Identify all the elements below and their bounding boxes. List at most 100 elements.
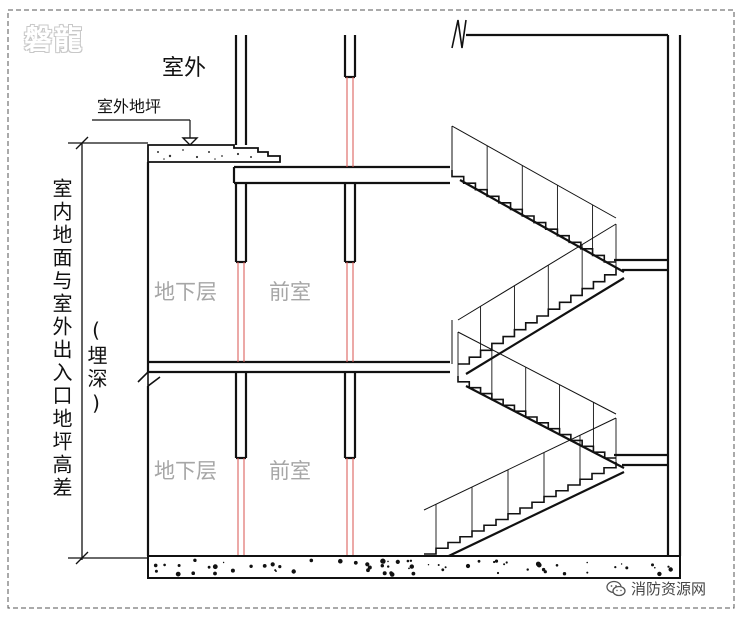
concrete-dot <box>291 569 296 574</box>
concrete-dot <box>387 560 389 563</box>
concrete-dot <box>367 565 372 570</box>
concrete-dot <box>555 564 559 567</box>
outdoor-ground-slab <box>147 144 281 163</box>
flight-3-steps <box>457 376 616 459</box>
concrete-dot <box>409 559 413 562</box>
concrete-dot <box>270 562 275 567</box>
flight-4-rail <box>423 417 617 511</box>
concrete-dot <box>441 568 445 572</box>
concrete-dot <box>309 558 314 563</box>
concrete-dot <box>651 563 654 567</box>
concrete-dot <box>212 564 218 570</box>
concrete-dot <box>207 565 211 569</box>
concrete-dot <box>353 560 358 565</box>
right-wall <box>466 33 682 556</box>
break-symbol-left <box>137 370 161 388</box>
concrete-dot <box>586 571 589 574</box>
wechat-icon <box>606 580 626 597</box>
label-anteroom-lower: 前室 <box>269 459 311 483</box>
concrete-dot <box>249 564 253 568</box>
break-symbol-top <box>451 19 467 49</box>
partition-wall-left <box>234 35 248 460</box>
stair-landings <box>614 258 668 467</box>
flight-4-steps <box>424 462 617 555</box>
concrete-dot <box>408 567 410 570</box>
concrete-dot <box>192 572 195 576</box>
flight-2-rail <box>457 223 617 321</box>
concrete-dot <box>409 564 414 569</box>
label-basement-upper: 地下层 <box>154 280 217 304</box>
logo: 磐龍 <box>24 23 85 56</box>
flight-3-rail <box>457 331 617 415</box>
dashed-frame <box>7 9 735 609</box>
concrete-dot <box>154 569 158 573</box>
concrete-dot <box>380 558 386 564</box>
label-basement-lower: 地下层 <box>154 459 217 483</box>
concrete-dot <box>625 566 629 570</box>
concrete-dot <box>670 568 672 571</box>
concrete-dot <box>526 568 529 571</box>
concrete-dot <box>496 571 500 575</box>
concrete-dot <box>493 560 496 564</box>
concrete-dot <box>536 562 542 568</box>
concrete-dot <box>654 566 656 569</box>
concrete-dot <box>494 559 499 563</box>
flight-1-steps <box>451 170 616 263</box>
flight-1-rail <box>451 125 617 219</box>
stair-flights <box>423 125 625 565</box>
concrete-dot <box>213 571 217 576</box>
flight-1-soffit <box>459 179 625 273</box>
concrete-dot <box>657 571 662 577</box>
concrete-dot <box>153 563 158 568</box>
concrete-dot <box>163 563 166 567</box>
concrete-dot <box>395 559 400 565</box>
flight-4-soffit <box>431 471 625 565</box>
concrete-dot <box>194 560 197 562</box>
watermark: 消防资源网 <box>606 578 706 599</box>
height-dimension <box>68 136 148 565</box>
concrete-dot <box>667 565 670 568</box>
concrete-dot <box>177 564 181 567</box>
concrete-dot <box>406 559 410 563</box>
concrete-dot <box>437 564 440 566</box>
concrete-dot <box>175 571 181 577</box>
concrete-dot <box>262 564 267 568</box>
label-anteroom-upper: 前室 <box>269 280 311 304</box>
concrete-dot <box>505 561 508 564</box>
concrete-dot <box>444 566 447 569</box>
flight-3-soffit <box>465 385 625 469</box>
label-burial-depth: (埋深) <box>84 318 108 418</box>
upper-slab <box>232 165 450 185</box>
concrete-dot <box>543 570 547 574</box>
watermark-text: 消防资源网 <box>631 580 707 598</box>
lower-slab <box>148 360 450 374</box>
concrete-dot <box>387 565 390 568</box>
concrete-dot <box>222 561 225 564</box>
concrete-dot <box>230 568 235 573</box>
concrete-dot <box>389 572 395 577</box>
flight-2-steps <box>458 268 617 365</box>
door-lines <box>237 77 354 556</box>
concrete-dot <box>614 566 617 569</box>
concrete-dot <box>562 572 567 576</box>
concrete-dot <box>338 558 343 564</box>
concrete-dot <box>586 561 588 564</box>
label-outdoor-ground: 室外地坪 <box>97 97 162 116</box>
flight-2-soffit <box>465 277 625 375</box>
foundation <box>147 555 681 579</box>
concrete-dot <box>503 563 506 566</box>
label-vertical-dimension: 室内地面与室外出入口地坪高差 <box>49 178 73 500</box>
label-outdoor: 室外 <box>162 56 207 81</box>
concrete-dot <box>427 564 430 566</box>
concrete-dot <box>380 564 384 568</box>
concrete-dot <box>620 563 623 565</box>
ground-level-marker <box>181 137 199 146</box>
concrete-dot <box>411 571 416 576</box>
concrete-dot <box>465 563 471 569</box>
concrete-dot <box>477 559 481 563</box>
concrete-dot <box>275 570 277 572</box>
concrete-dot <box>365 562 370 567</box>
concrete-dot <box>278 565 282 569</box>
